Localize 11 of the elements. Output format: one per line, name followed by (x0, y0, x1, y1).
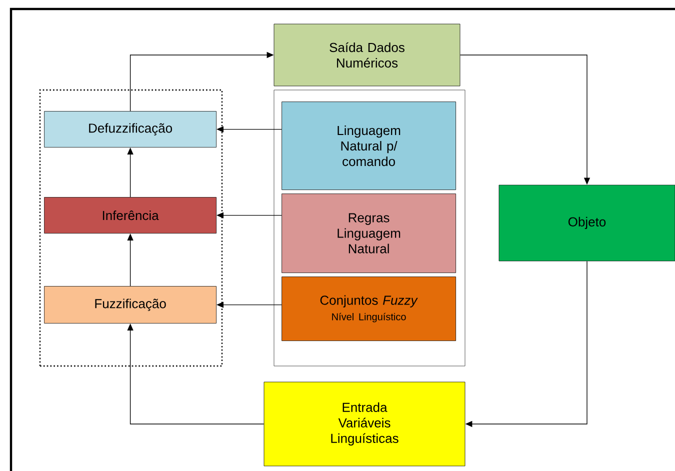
process-box: Fuzzificação (44, 286, 216, 324)
dotted-group-box (39, 89, 223, 367)
process-box: Inferência (44, 197, 216, 234)
output-box: Saída Dados Numéricos (274, 24, 460, 86)
process-box: Defuzzificação (44, 111, 216, 148)
knowledge-box: Regras Linguagem Natural (282, 194, 456, 273)
container-box (274, 90, 466, 366)
knowledge-box: Linguagem Natural p/ comando (282, 102, 456, 190)
object-box: Objeto (498, 184, 675, 262)
knowledge-box: Conjuntos Fuzzy Nível Linguístico (282, 276, 456, 341)
input-box: Entrada Variáveis Linguísticas (264, 382, 466, 466)
